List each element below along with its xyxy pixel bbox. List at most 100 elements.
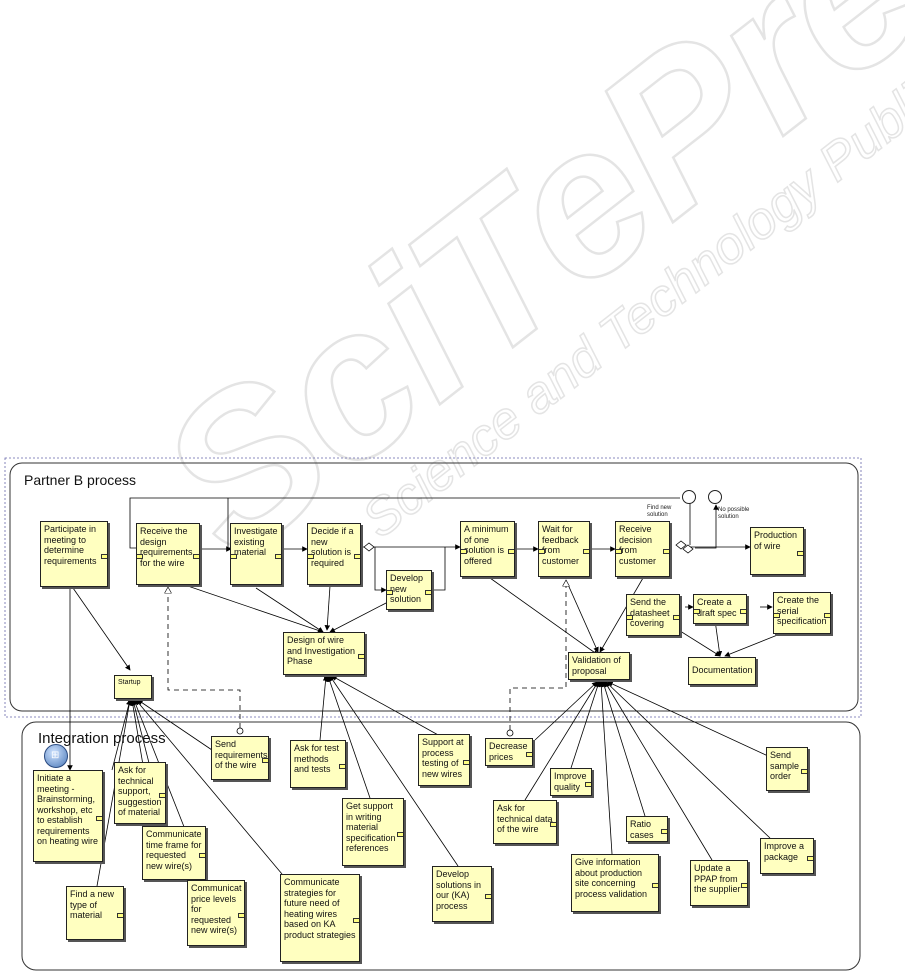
lane-title-partner-b: Partner B process bbox=[24, 472, 137, 488]
box-label: Participate in meeting to determine requ… bbox=[44, 524, 97, 566]
link-m bbox=[72, 587, 131, 671]
box-label: Develop new solution bbox=[390, 573, 424, 604]
v2 bbox=[524, 681, 599, 801]
box-ask-test[interactable]: Ask for test methods and tests bbox=[290, 740, 346, 788]
box-label: Investigate existing material bbox=[234, 526, 278, 557]
box-label: Documentation bbox=[692, 665, 753, 675]
box-receive-decision[interactable]: Receive decision from customer bbox=[615, 521, 670, 577]
v6 bbox=[604, 681, 713, 861]
box-serial-spec[interactable]: Create the serial specification bbox=[773, 592, 831, 634]
link-a bbox=[175, 581, 324, 634]
box-label: Decide if a new solution is required bbox=[311, 526, 354, 568]
box-label: Update a PPAP from the supplier bbox=[694, 863, 741, 894]
box-label: Ratio cases bbox=[630, 819, 654, 840]
box-startup[interactable]: Startup bbox=[114, 675, 152, 699]
box-label: Send sample order bbox=[770, 750, 800, 781]
box-ask-tech-data[interactable]: Ask for technical data of the wire bbox=[493, 800, 557, 844]
box-ratio-cases[interactable]: Ratio cases bbox=[626, 816, 668, 842]
v8 bbox=[607, 681, 769, 757]
box-wait-feedback[interactable]: Wait for feedback from customer bbox=[538, 521, 590, 577]
box-develop-ka[interactable]: Develop solutions in our (KA) process bbox=[432, 866, 492, 922]
link-c bbox=[324, 585, 331, 631]
box-label: Ask for technical data of the wire bbox=[497, 803, 553, 834]
box-label: Send requirements of the wire bbox=[215, 739, 268, 770]
box-ask-tech-support[interactable]: Ask for technical support, suggestion of… bbox=[114, 762, 166, 824]
lane-title-integration: Integration process bbox=[38, 730, 166, 747]
hub-design bbox=[324, 674, 332, 682]
dashed-1 bbox=[168, 587, 241, 728]
lane-partner-b bbox=[9, 462, 859, 712]
box-give-info[interactable]: Give information about production site c… bbox=[571, 854, 659, 912]
box-label: A minimum of one solution is offered bbox=[464, 524, 509, 566]
box-update-ppap[interactable]: Update a PPAP from the supplier bbox=[690, 860, 748, 906]
box-label: Wait for feedback from customer bbox=[542, 524, 580, 566]
box-draft-spec[interactable]: Create a draft spec bbox=[693, 594, 747, 624]
flow-5 bbox=[432, 547, 446, 591]
box-find-material[interactable]: Find a new type of material bbox=[66, 886, 124, 940]
gateway-3 bbox=[682, 544, 694, 554]
box-label: Develop solutions in our (KA) process bbox=[436, 869, 482, 911]
s2 bbox=[130, 699, 144, 766]
hub-validation bbox=[598, 678, 606, 686]
connector-circle bbox=[236, 727, 244, 735]
box-initiate[interactable]: Initiate a meeting - Brainstorming, work… bbox=[33, 770, 103, 862]
box-label: Ask for technical support, suggestion of… bbox=[118, 765, 162, 817]
s7 bbox=[137, 699, 213, 751]
box-develop-new[interactable]: Develop new solution bbox=[386, 570, 432, 610]
box-decide[interactable]: Decide if a new solution is required bbox=[307, 523, 361, 585]
flow-4 bbox=[374, 547, 387, 593]
link-j bbox=[724, 629, 791, 657]
box-comm-strategies[interactable]: Communicate strategies for future need o… bbox=[280, 874, 360, 962]
box-comm-price[interactable]: Communicat price levels for requested ne… bbox=[187, 880, 245, 946]
end-event-find-new-solution bbox=[682, 490, 696, 504]
d3 bbox=[329, 675, 459, 867]
box-documentation[interactable]: Documentation bbox=[688, 657, 756, 685]
box-send-sample[interactable]: Send sample order bbox=[766, 747, 808, 791]
box-decrease-prices[interactable]: Decrease prices bbox=[485, 738, 533, 766]
box-improve-quality[interactable]: Improve quality bbox=[550, 768, 592, 796]
box-receive-design[interactable]: Receive the design requirements for the … bbox=[136, 523, 200, 585]
box-get-support[interactable]: Get support in writing material specific… bbox=[342, 798, 404, 866]
box-label: Give information about production site c… bbox=[575, 857, 648, 899]
flow-10 bbox=[695, 504, 719, 549]
box-label: Ask for test methods and tests bbox=[294, 743, 340, 774]
box-minimum[interactable]: A minimum of one solution is offered bbox=[460, 521, 515, 577]
box-investigate[interactable]: Investigate existing material bbox=[230, 523, 282, 585]
box-send-req[interactable]: Send requirements of the wire bbox=[211, 736, 269, 780]
box-label: Find a new type of material bbox=[70, 889, 115, 920]
box-label: Decrease prices bbox=[489, 741, 528, 762]
gateway-2 bbox=[675, 540, 687, 550]
box-label: Design of wire and Investigation Phase bbox=[287, 635, 356, 666]
link-b bbox=[255, 587, 324, 633]
outer-frame bbox=[4, 457, 862, 718]
box-design-phase[interactable]: Design of wire and Investigation Phase bbox=[283, 632, 365, 675]
box-support-process[interactable]: Support at process testing of new wires bbox=[418, 734, 470, 786]
box-comm-time[interactable]: Communicate time frame for requested new… bbox=[142, 826, 206, 880]
lane-integration bbox=[21, 721, 861, 971]
box-participate[interactable]: Participate in meeting to determine requ… bbox=[40, 521, 108, 587]
box-send-datasheet[interactable]: Send the datasheet covering bbox=[626, 594, 680, 636]
box-label: Production of wire bbox=[754, 530, 798, 551]
end-event-no-possible-solution bbox=[708, 490, 722, 504]
box-label: Communicat price levels for requested ne… bbox=[191, 883, 242, 935]
link-i bbox=[714, 619, 723, 657]
box-label: Create a draft spec bbox=[697, 597, 737, 618]
box-improve-package[interactable]: Improve a package bbox=[760, 838, 814, 874]
v7 bbox=[605, 681, 771, 839]
box-label: Get support in writing material specific… bbox=[346, 801, 396, 853]
link-e bbox=[489, 577, 599, 656]
box-validation[interactable]: Validation of proposal bbox=[568, 652, 630, 680]
v1 bbox=[534, 681, 598, 741]
box-label: Initiate a meeting - Brainstorming, work… bbox=[37, 773, 99, 846]
box-label: Communicate strategies for future need o… bbox=[284, 877, 356, 940]
d4 bbox=[331, 675, 441, 737]
label-no-possible-solution: No possible solution bbox=[718, 507, 750, 520]
box-production[interactable]: Production of wire bbox=[750, 527, 804, 575]
dashed-2 bbox=[509, 580, 566, 730]
d2 bbox=[326, 675, 371, 799]
v5 bbox=[601, 681, 646, 817]
box-label: Support at process testing of new wires bbox=[422, 737, 464, 779]
process-gear-icon: ⊞ bbox=[44, 744, 68, 768]
link-f bbox=[565, 579, 599, 653]
